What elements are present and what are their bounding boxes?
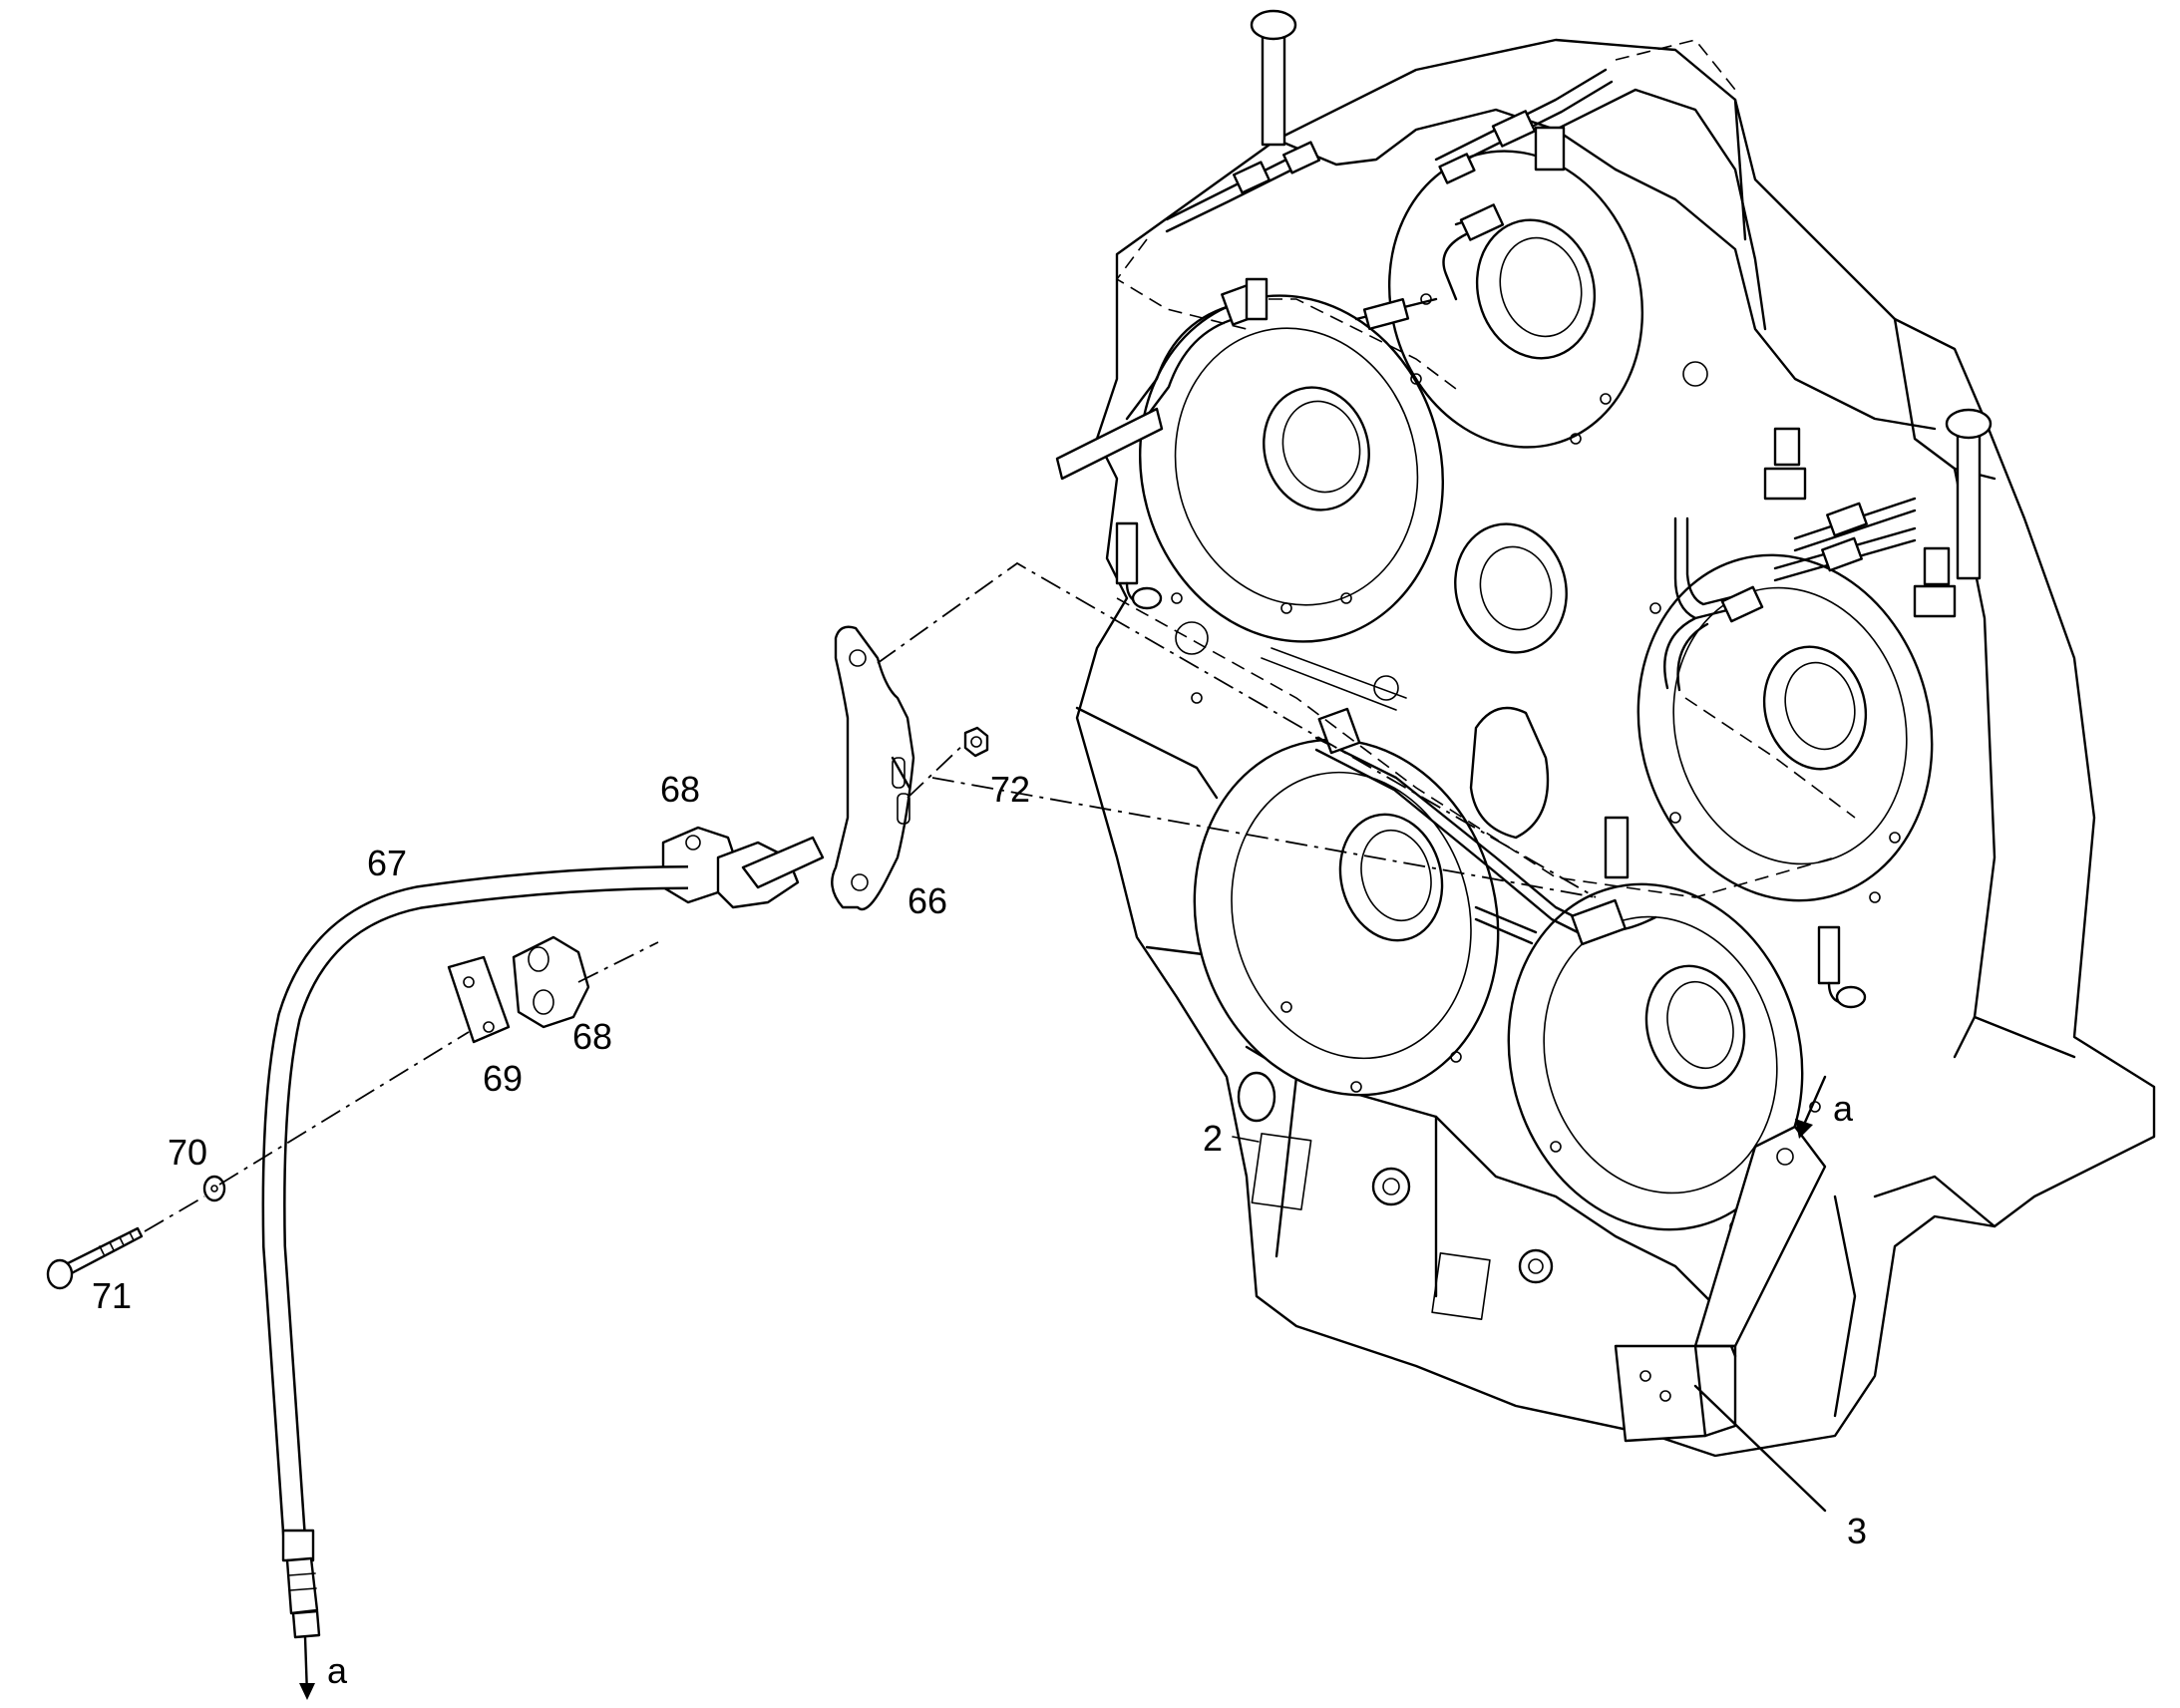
washer-70: [202, 1175, 226, 1202]
nut-72: [963, 726, 989, 758]
callout-labels: 66 67 68 68 69 70 71 72 2 3 a a: [92, 769, 1867, 1691]
callout-67: 67: [367, 843, 407, 883]
cap-screw-71: [46, 1226, 144, 1290]
callout-68-lower: 68: [572, 1016, 612, 1057]
mounting-bracket-66: [831, 625, 915, 911]
callout-71: 71: [92, 1275, 132, 1316]
callout-2: 2: [1203, 1118, 1223, 1159]
support-bracket-3: [1614, 1125, 1827, 1513]
flow-label-hose-a: a: [327, 1650, 348, 1691]
hose-67: [261, 865, 689, 1700]
assembly-centerlines: [144, 561, 1597, 1232]
callout-3: 3: [1847, 1511, 1867, 1551]
leader-2: [1232, 1136, 1260, 1143]
callout-72: 72: [990, 769, 1030, 810]
callout-66: 66: [908, 880, 947, 921]
hose-clamp-68-lower: [512, 935, 590, 1029]
callout-69: 69: [483, 1058, 523, 1099]
flow-arrow-housing: [1795, 1075, 1827, 1139]
callout-70: 70: [168, 1132, 207, 1173]
gearbox-housing: [1075, 38, 2156, 1458]
lube-pipes: [1055, 9, 1993, 1009]
callout-68-upper: 68: [660, 769, 700, 810]
flow-label-housing-a: a: [1833, 1088, 1854, 1129]
clamp-plate-69: [447, 955, 511, 1044]
